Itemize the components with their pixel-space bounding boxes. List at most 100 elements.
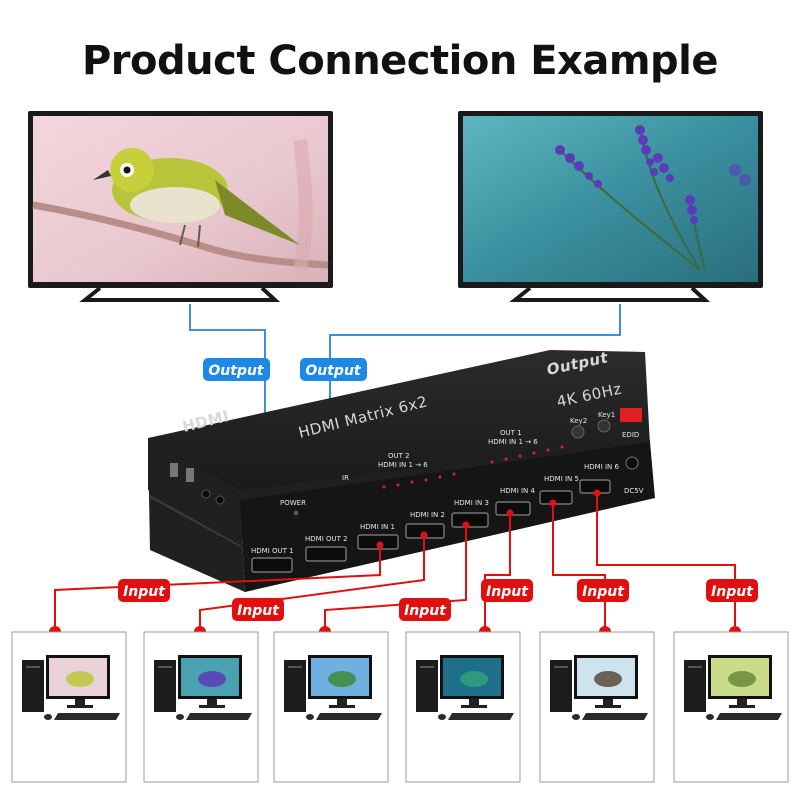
port-label-in2: HDMI IN 2 [410,511,445,519]
svg-text:Output: Output [305,363,362,379]
pc-screen-image-4 [460,671,488,687]
pc-monitor-neck-4 [469,699,479,705]
branch-shape [32,201,329,269]
port-label-in1: HDMI IN 1 [360,523,395,531]
pc-tower-drive-1 [26,666,40,668]
port-label-out2: HDMI OUT 2 [305,535,348,543]
key1-button [597,419,611,433]
port-in1 [357,534,399,550]
edid-label: EDID [622,431,639,439]
input-label-4: Input [481,579,533,602]
out2-label: OUT 2 [388,452,410,460]
edid-switch [620,408,642,422]
input-label-2: Input [232,598,284,621]
dc-jack [625,456,639,470]
output-label-2: Output [300,358,367,381]
pc-keyboard-5 [582,713,648,720]
pc-tower-6 [684,660,706,712]
pc-monitor-base-1 [67,705,93,708]
led-indicators [382,445,564,489]
dc-label: DC5V [624,487,644,495]
pc-mouse-6 [706,714,714,720]
pc-keyboard-4 [448,713,514,720]
svg-text:Output: Output [208,363,265,379]
pc-tower-drive-6 [688,666,702,668]
pc-tower-drive-3 [288,666,302,668]
pc-mouse-2 [176,714,184,720]
port-in3 [451,512,489,528]
side-jack-1 [201,489,211,499]
page-title: Product Connection Example [81,38,719,84]
key2-button [571,425,585,439]
tv-right-screen [463,116,758,282]
pc-screen-image-5 [594,671,622,687]
pc-tower-5 [550,660,572,712]
port-label-in4: HDMI IN 4 [500,487,536,495]
input-label-3: Input [399,598,451,621]
lavender-icon [555,125,751,271]
svg-text:Input: Input [582,584,625,600]
input-label-6: Input [706,579,758,602]
svg-text:Input: Input [404,603,447,619]
pc-monitor-neck-2 [207,699,217,705]
pc-mouse-1 [44,714,52,720]
pc-mouse-5 [572,714,580,720]
pc-tower-drive-2 [158,666,172,668]
pc-monitor-base-6 [729,705,755,708]
port-out1 [251,557,293,573]
pc-monitor-neck-3 [337,699,347,705]
pc-monitor-neck-5 [603,699,613,705]
device-side [148,440,245,592]
pc-monitor-base-2 [199,705,225,708]
tv-left-stand [79,286,281,302]
out2-sub: HDMI IN 1 → 6 [378,461,428,469]
tv-left [28,111,333,302]
pc-mouse-3 [306,714,314,720]
tv-right-stand [509,286,711,302]
svg-text:Input: Input [486,584,529,600]
pc-tower-2 [154,660,176,712]
port-out2 [305,546,347,562]
pc-screen-image-1 [66,671,94,687]
pc-tower-4 [416,660,438,712]
key2-label: Key2 [570,417,587,425]
pc-screen-image-6 [728,671,756,687]
output-label-1: Output [203,358,270,381]
pc-monitor-base-3 [329,705,355,708]
out1-label: OUT 1 [500,429,522,437]
ir-label: IR [342,474,349,482]
pc-tower-drive-5 [554,666,568,668]
pc-screen-image-3 [328,671,356,687]
out1-sub: HDMI IN 1 → 6 [488,438,538,446]
side-jack-2 [215,495,225,505]
input-label-1: Input [118,579,170,602]
svg-text:Input: Input [123,584,166,600]
svg-text:Input: Input [237,603,280,619]
power-label: POWER [280,499,306,507]
pc-keyboard-3 [316,713,382,720]
pc-monitor-neck-6 [737,699,747,705]
pc-monitor-neck-1 [75,699,85,705]
source-computers [11,631,789,783]
pc-keyboard-6 [716,713,782,720]
port-in4 [495,501,531,516]
bird-icon [93,148,300,248]
pc-tower-1 [22,660,44,712]
pc-keyboard-2 [186,713,252,720]
hdmi-matrix-device: HDMI HDMI Matrix 6x2 Output 4K 60Hz Key2… [148,348,655,592]
pc-tower-drive-4 [420,666,434,668]
side-port-2 [186,468,194,482]
pc-mouse-4 [438,714,446,720]
svg-text:Input: Input [711,584,754,600]
port-label-out1: HDMI OUT 1 [251,547,294,555]
side-port-1 [170,463,178,477]
key1-label: Key1 [598,411,615,419]
input-label-5: Input [577,579,629,602]
pc-tower-3 [284,660,306,712]
pc-screen-image-2 [198,671,226,687]
pc-monitor-base-4 [461,705,487,708]
port-label-in5: HDMI IN 5 [544,475,579,483]
tv-right [458,111,763,302]
pc-keyboard-1 [54,713,120,720]
